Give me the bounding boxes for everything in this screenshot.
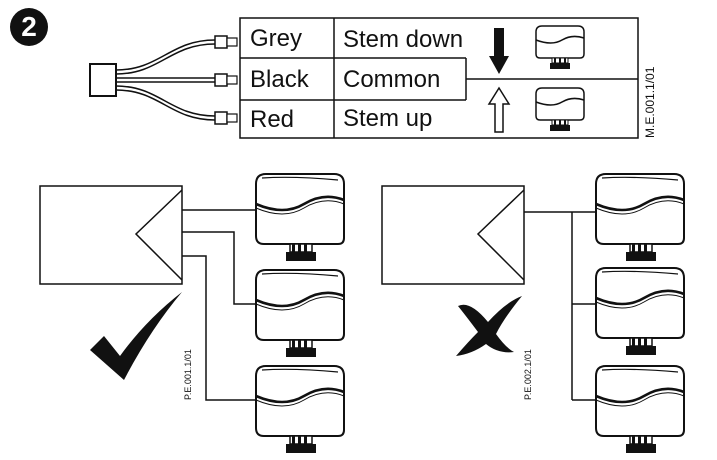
stem-down-arrow-icon <box>489 28 509 74</box>
actuator-icon <box>594 172 686 263</box>
actuator-stem-up-icon <box>535 87 585 132</box>
actuator-icon <box>254 172 346 263</box>
incorrect-diagram-ref-code: P.E.002.1/01 <box>523 349 533 400</box>
wire-function-stem-up: Stem up <box>343 105 433 132</box>
stem-up-arrow-icon <box>487 86 511 133</box>
incorrect-wiring-diagram <box>381 172 686 455</box>
wiring-table <box>239 17 639 139</box>
actuator-icon <box>254 364 346 455</box>
controller-box <box>381 185 525 285</box>
correct-wiring-diagram <box>39 172 346 455</box>
actuator-icon <box>254 268 346 359</box>
wire-function-common: Common <box>343 66 441 93</box>
wire-color-grey: Grey <box>250 25 303 52</box>
cable <box>89 35 238 125</box>
controller-box <box>39 185 183 285</box>
wire-color-black: Black <box>250 66 309 93</box>
correct-diagram-ref-code: P.E.001.1/01 <box>183 349 193 400</box>
actuator-icon <box>594 266 686 357</box>
step-number-badge: 2 <box>10 8 48 46</box>
cross-icon <box>456 296 522 356</box>
checkmark-icon <box>90 292 182 380</box>
wiring-table-ref-code: M.E.001.1/01 <box>643 66 657 138</box>
actuator-icon <box>594 364 686 455</box>
wire-function-stem-down: Stem down <box>343 26 464 53</box>
actuator-stem-down-icon <box>535 25 585 70</box>
wire-color-red: Red <box>250 106 295 133</box>
